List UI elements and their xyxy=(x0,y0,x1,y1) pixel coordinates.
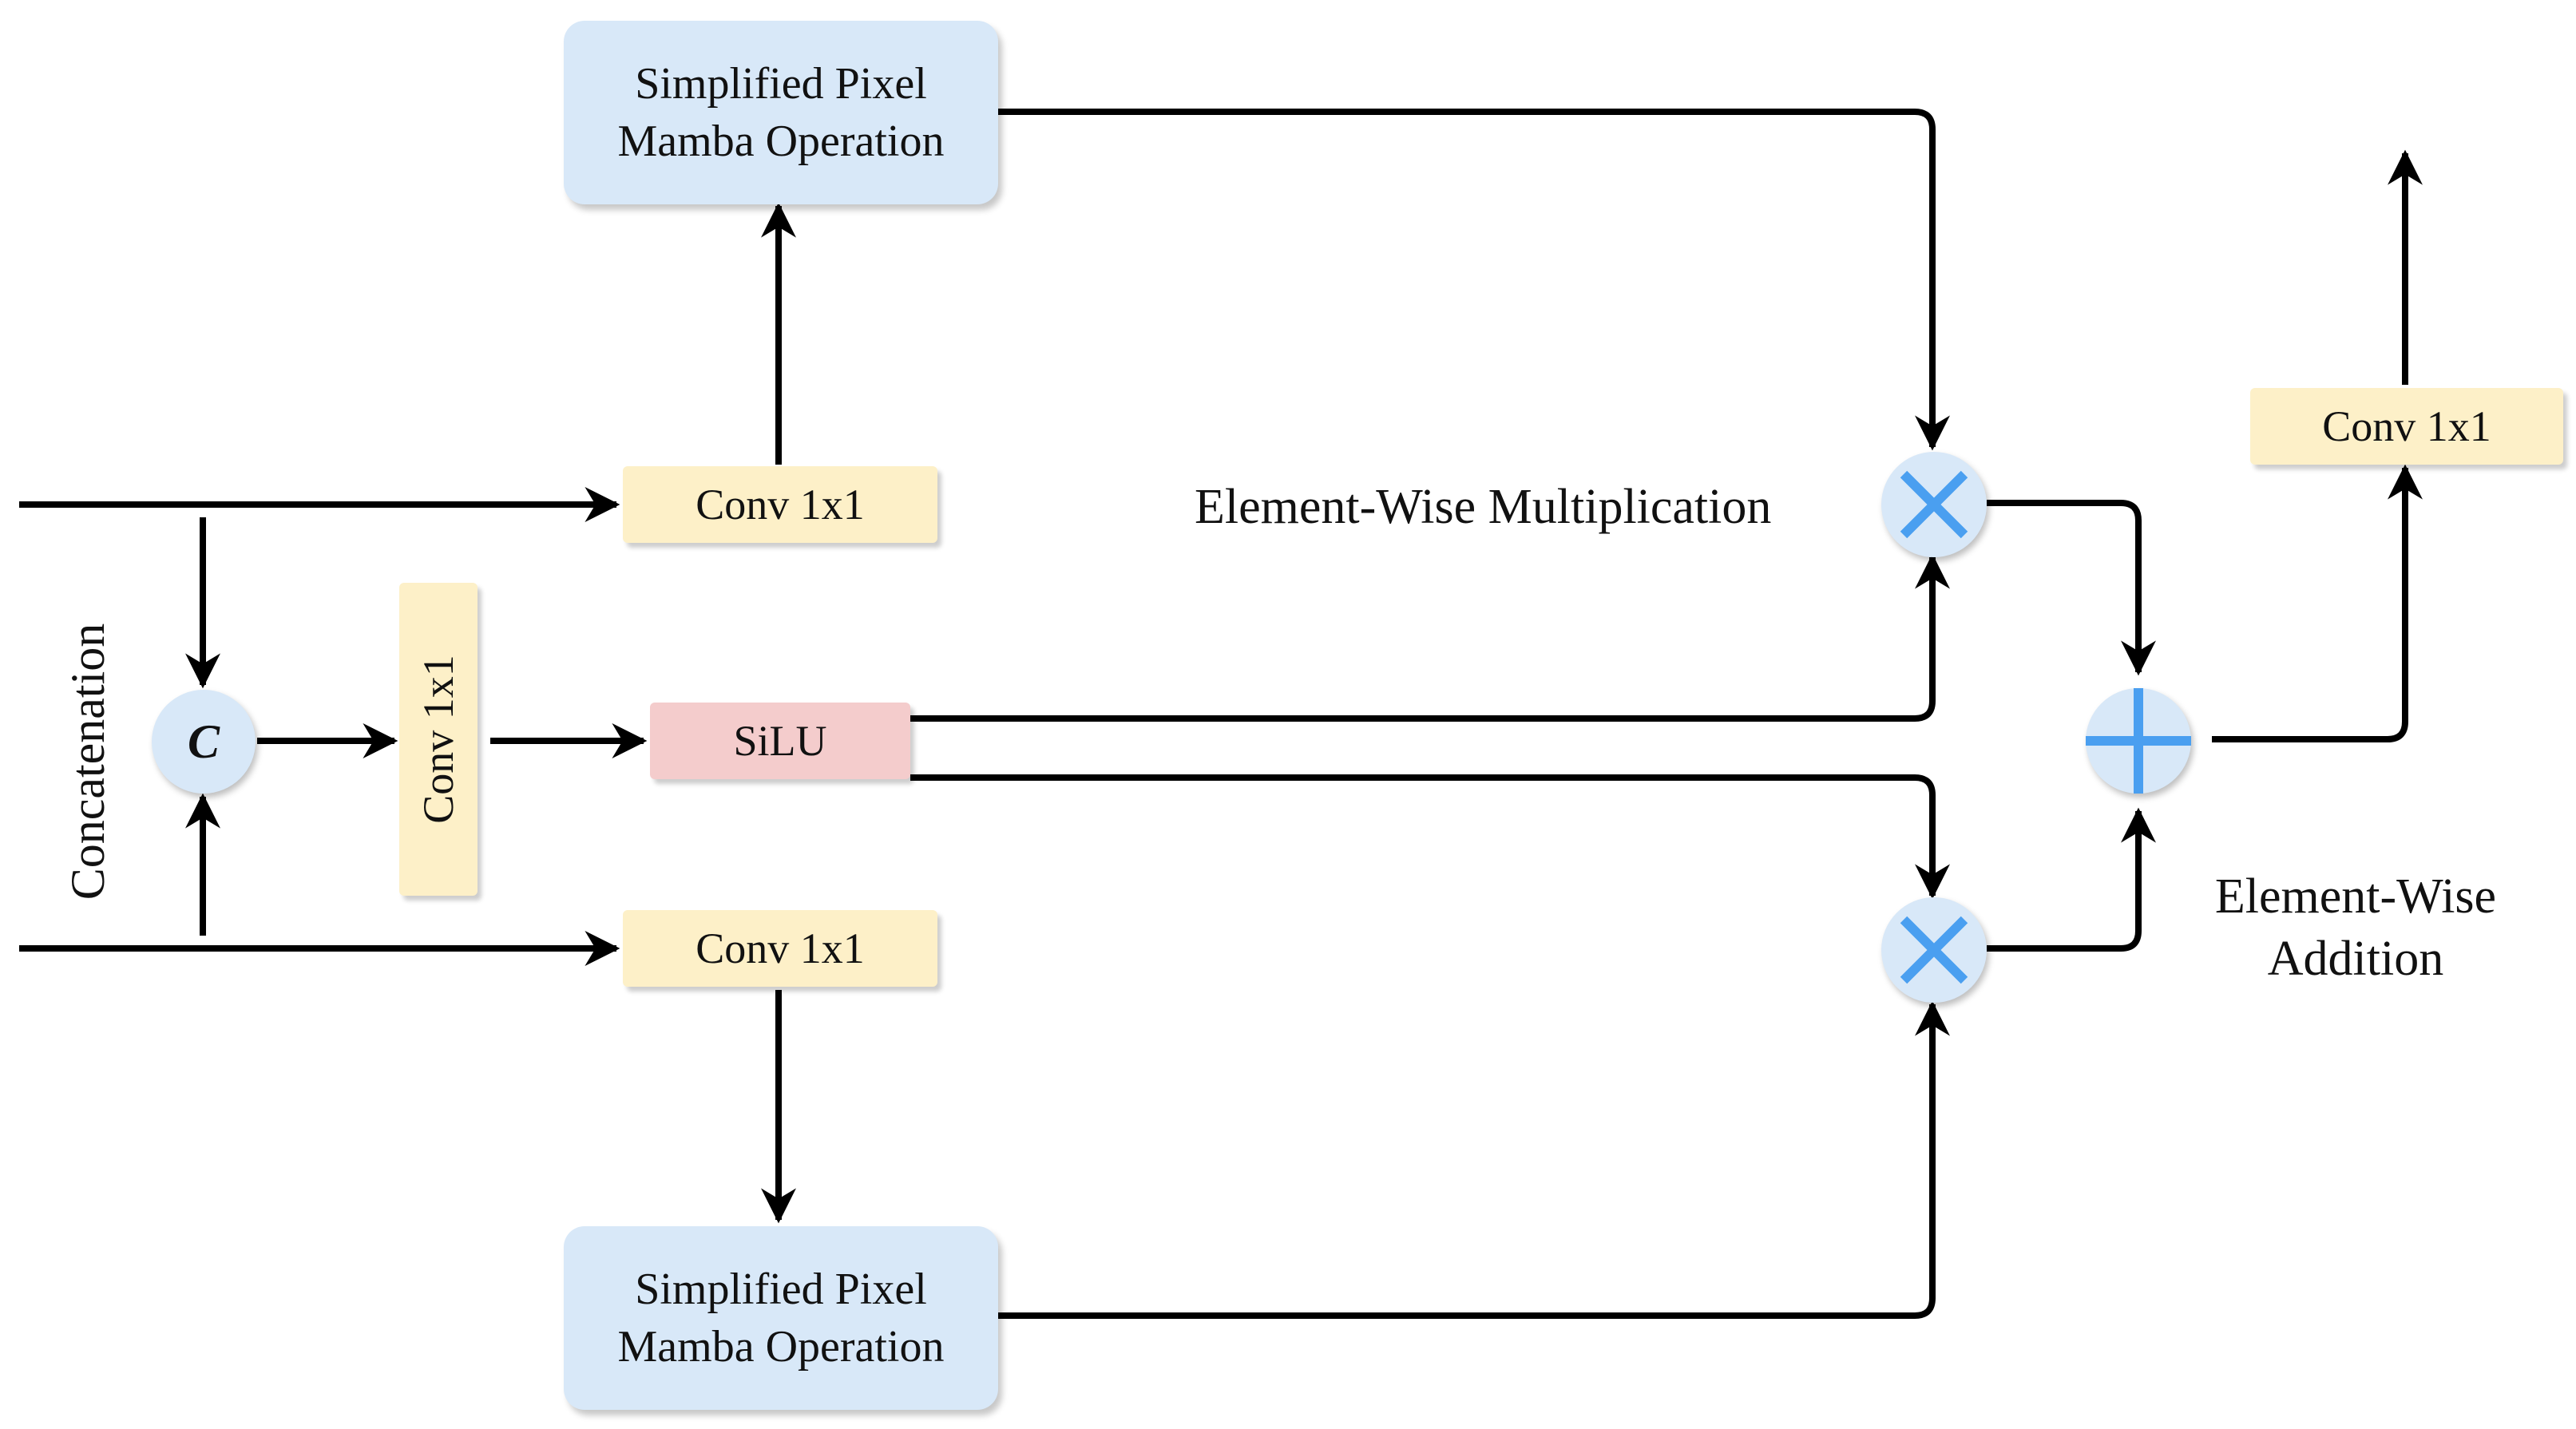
conv-block-top: Conv 1x1 xyxy=(623,466,937,543)
multiply-icon xyxy=(1900,470,1968,539)
mamba-block-bottom-label: Simplified Pixel Mamba Operation xyxy=(617,1265,945,1372)
multiplication-label: Element-Wise Multiplication xyxy=(1195,477,1771,536)
mamba-block-bottom: Simplified Pixel Mamba Operation xyxy=(564,1226,998,1410)
arrow-mult-bottom-to-add xyxy=(1987,807,2156,952)
concatenation-label: Concatenation xyxy=(60,623,116,901)
arrow-add-to-conv-out xyxy=(2212,464,2423,742)
conv-block-out: Conv 1x1 xyxy=(2250,388,2563,465)
arrow-mamba-bottom-to-mult xyxy=(998,1000,1950,1319)
add-node xyxy=(2086,688,2191,794)
multiply-node-bottom xyxy=(1881,897,1987,1003)
multiply-node-top xyxy=(1881,452,1987,557)
silu-block: SiLU xyxy=(650,703,910,779)
concatenation-symbol: C xyxy=(187,714,220,768)
multiplication-label-text: Element-Wise Multiplication xyxy=(1195,480,1772,534)
mamba-block-top-label: Simplified Pixel Mamba Operation xyxy=(617,59,945,166)
addition-label: Element-Wise Addition xyxy=(2188,803,2523,990)
concatenation-node: C xyxy=(152,690,256,794)
arrow-silu-to-mult-bottom xyxy=(910,774,1950,900)
arrow-mult-top-to-add xyxy=(1987,500,2156,676)
silu-block-label: SiLU xyxy=(733,717,827,765)
conv-block-top-label: Conv 1x1 xyxy=(696,481,865,528)
mamba-block-top: Simplified Pixel Mamba Operation xyxy=(564,21,998,204)
concatenation-label-text: Concatenation xyxy=(61,623,114,901)
addition-label-text: Element-Wise Addition xyxy=(2214,869,2497,986)
plus-icon xyxy=(2086,688,2191,794)
arrow-mamba-top-to-mult xyxy=(998,109,1950,451)
conv-block-mid-label: Conv 1x1 xyxy=(414,655,462,824)
conv-block-bottom-label: Conv 1x1 xyxy=(696,924,865,972)
multiply-icon xyxy=(1900,916,1968,984)
conv-block-mid: Conv 1x1 xyxy=(399,583,478,896)
arrow-silu-to-mult-top xyxy=(910,553,1950,722)
conv-block-out-label: Conv 1x1 xyxy=(2322,402,2491,450)
conv-block-bottom: Conv 1x1 xyxy=(623,910,937,987)
